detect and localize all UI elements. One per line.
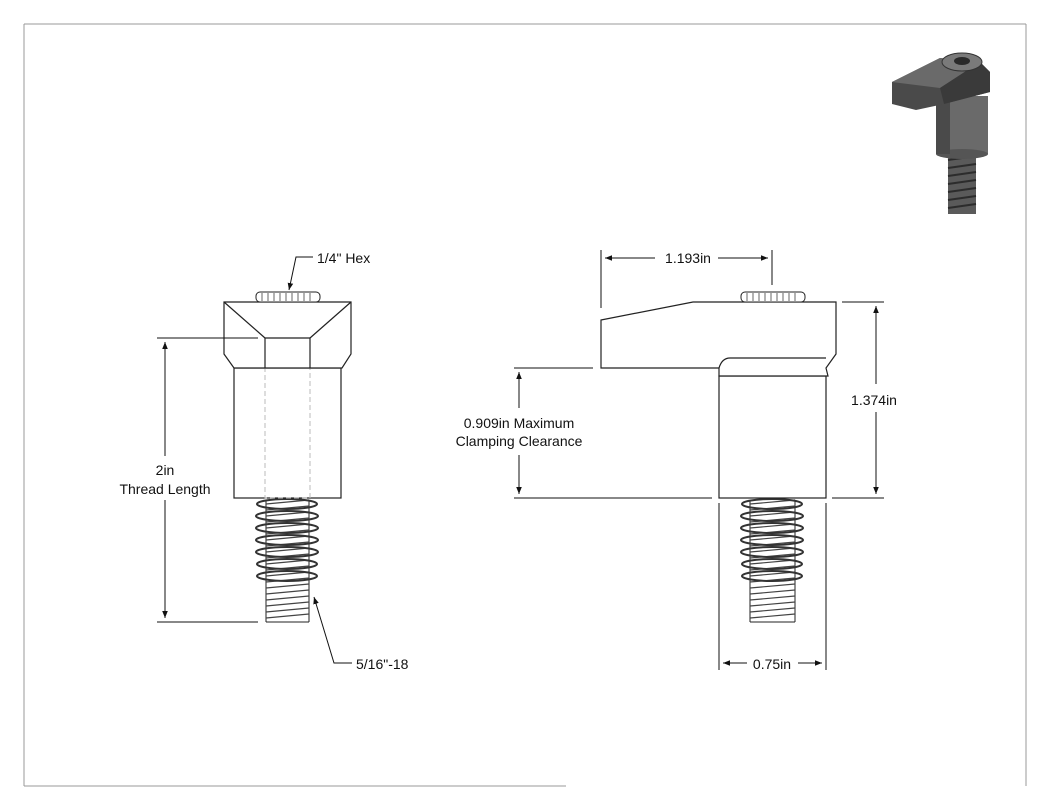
hex-leader [287, 256, 313, 291]
arm-length-label: 1.193in [665, 250, 711, 266]
isometric-view [892, 52, 990, 214]
diameter-label: 0.75in [753, 656, 791, 672]
right-spring [740, 498, 804, 582]
diameter-dimension [718, 503, 827, 670]
hex-label: 1/4" Hex [317, 250, 370, 266]
right-arm [600, 301, 837, 377]
left-view: 1/4" Hex 2in Thread Length 5/16"-18 [119, 250, 408, 672]
thread-spec-leader [313, 596, 352, 664]
clearance-label-line2: Clamping Clearance [456, 433, 583, 449]
left-hidden-socket [264, 337, 311, 499]
thread-length-dimension [157, 337, 258, 623]
clearance-dimension [514, 367, 712, 499]
left-body [233, 367, 342, 499]
thread-spec-label: 5/16"-18 [356, 656, 409, 672]
left-spring [255, 498, 319, 582]
clearance-label-line1: 0.909in Maximum [464, 415, 575, 431]
right-body [718, 375, 827, 499]
left-hex-collar [223, 301, 352, 369]
thread-length-text: Thread Length [119, 481, 210, 497]
right-view: 1.193in 1.374in 0.909in Maximum Clamping… [456, 250, 897, 672]
thread-length-value: 2in [156, 462, 175, 478]
total-height-label: 1.374in [851, 392, 897, 408]
total-height-dimension [832, 301, 884, 499]
arm-length-dimension [600, 250, 773, 308]
sheet-border [23, 23, 1027, 787]
